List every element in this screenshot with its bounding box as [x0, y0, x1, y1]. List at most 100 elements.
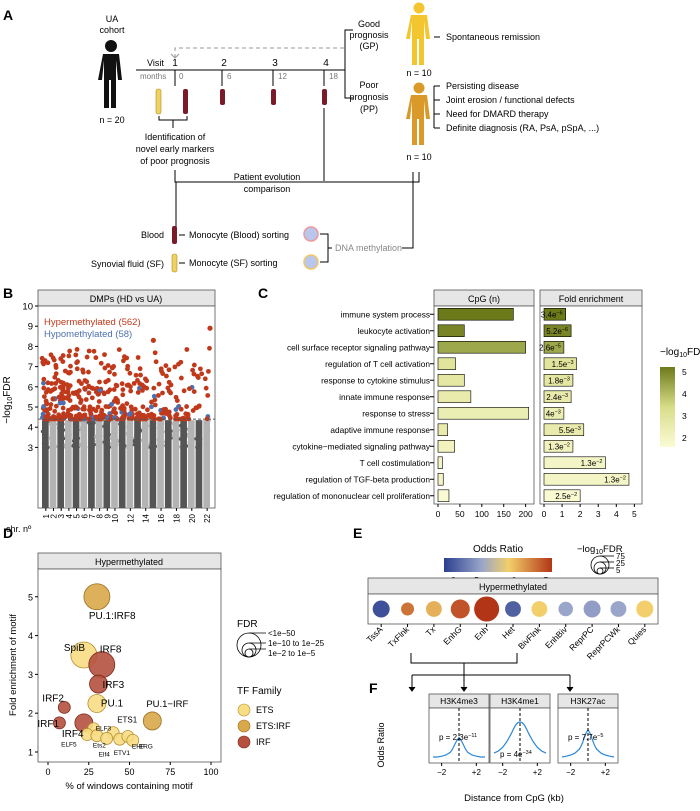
f-pvalue-exp: −5 — [597, 733, 603, 739]
b-hyper-point — [43, 389, 49, 395]
b-hyper-point — [102, 365, 108, 371]
b-hyper-point — [111, 363, 117, 369]
b-hyper-point — [67, 383, 73, 388]
d-x-tick-label: 50 — [124, 767, 134, 777]
b-hyper-point — [173, 394, 179, 400]
b-hyper-point — [128, 404, 134, 410]
b-hyper-point — [66, 370, 72, 376]
e-header: Hypermethylated — [479, 582, 547, 592]
b-hyper-point — [168, 390, 173, 396]
d-bubble-label: ERG — [139, 743, 153, 750]
b-bg-point — [73, 442, 77, 446]
b-hyper-point — [97, 413, 103, 419]
b-hyper-point — [158, 366, 164, 372]
sf-tube-icon — [155, 88, 162, 115]
e-state-label: Enh — [472, 624, 490, 642]
c-fdr-label: 1.3e−2 — [604, 475, 626, 484]
b-bg-point — [92, 421, 96, 425]
b-ylabel: −log10FDR — [2, 376, 14, 424]
b-bg-point — [66, 439, 70, 443]
c-fdr-label-exp: −6 — [556, 310, 562, 316]
f-xlabel: Distance from CpG (kb) — [464, 793, 564, 804]
b-bg-point — [79, 443, 83, 448]
b-hyper-point — [132, 406, 138, 412]
b-hyper-point — [163, 363, 169, 369]
b-bg-point — [123, 444, 127, 448]
b-bg-band — [180, 420, 187, 508]
b-hyper-point — [153, 359, 159, 365]
b-bg-point — [62, 436, 66, 441]
b-hyper-point — [66, 353, 72, 359]
b-bg-point — [81, 441, 85, 446]
b-y-tick-label: 9 — [28, 322, 33, 333]
legend-hypo: Hypomethylated (58) — [44, 329, 132, 340]
b-hyper-point — [44, 401, 49, 407]
c-cpg-bar — [437, 489, 450, 502]
b-x-tick-label: 2 — [50, 513, 59, 518]
b-hyper-point — [178, 375, 184, 381]
b-bg-point — [126, 425, 130, 429]
plot-c-fold-frame — [539, 305, 643, 505]
pp-label-2: prognosis — [349, 92, 389, 102]
b-bg-point — [187, 434, 191, 439]
b-bg-point — [107, 432, 111, 437]
b-hyper-point — [43, 414, 49, 420]
b-bg-point — [75, 422, 79, 427]
panel-a-letter: A — [3, 7, 13, 23]
b-hyper-point — [80, 406, 86, 412]
b-hyper-point — [74, 405, 80, 411]
b-hyper-point — [63, 395, 69, 401]
d-bubble — [126, 733, 140, 747]
b-x-tick-label: 6 — [80, 513, 89, 518]
d-bubble-label: IRF3 — [103, 680, 125, 691]
b-hyper-point — [101, 415, 106, 420]
b-bg-point — [146, 424, 150, 428]
b-bg-point — [149, 443, 153, 448]
c-cpg-bar — [437, 456, 443, 469]
b-hyper-point — [74, 347, 80, 352]
d-ylabel: Fold enrichment of motif — [8, 614, 19, 716]
b-bg-point — [109, 436, 113, 440]
b-hyper-point — [45, 380, 51, 386]
b-bg-point — [83, 432, 88, 436]
b-bg-point — [96, 424, 101, 428]
c-fdr-label-base: 2.4e — [546, 393, 562, 402]
b-bg-point — [144, 431, 148, 435]
identification-3: of poor prognosis — [140, 156, 210, 166]
b-bg-point — [140, 438, 144, 442]
panel-d-letter: D — [3, 525, 13, 541]
f-x-tick-label: −2 — [566, 768, 576, 777]
cohort-label-2: cohort — [99, 25, 125, 35]
visit-2-month: 6 — [227, 72, 232, 81]
c-cpg-bar — [437, 440, 455, 453]
b-bg-point — [72, 444, 76, 449]
b-bg-point — [114, 440, 118, 444]
d-x-tick-label: 75 — [165, 767, 175, 777]
b-hyper-point — [86, 384, 92, 390]
b-bg-point — [42, 439, 46, 444]
e-state-point — [372, 600, 390, 618]
b-hyper-point — [206, 368, 211, 374]
cohort-label-1: UA — [106, 14, 119, 24]
b-bg-point — [103, 444, 107, 448]
b-hyper-point — [68, 363, 73, 369]
b-bg-point — [48, 422, 52, 426]
b-hyper-point — [52, 386, 58, 392]
d-bubble-label: PU.1 — [101, 698, 124, 709]
b-bg-point — [174, 421, 179, 425]
b-bg-point — [48, 436, 52, 440]
e-fdr-tick: 75 — [616, 552, 625, 561]
blood-tube-icon — [172, 226, 177, 244]
b-bg-point — [60, 432, 64, 436]
b-hyper-point — [160, 371, 166, 376]
f-ylabel: Odds Ratio — [376, 722, 386, 767]
e-state-label: Tx — [424, 624, 438, 638]
f-pvalue: p = 7.7e−5 — [568, 733, 603, 742]
b-bg-band — [134, 420, 141, 508]
gp-n: n = 10 — [406, 68, 431, 78]
b-hyper-point — [190, 367, 196, 373]
b-bg-point — [176, 428, 180, 432]
